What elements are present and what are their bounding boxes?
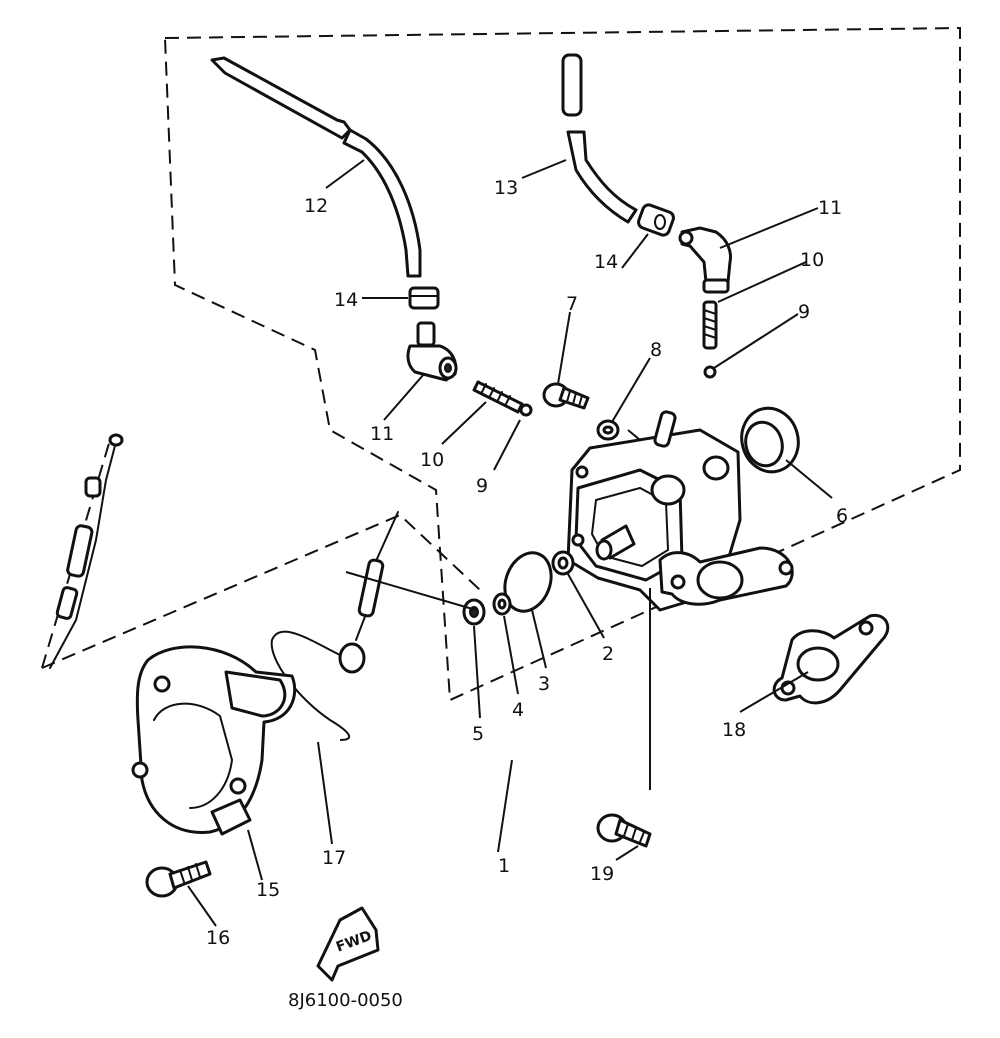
- callout-9b: 9: [798, 301, 810, 323]
- callout-7: 7: [566, 293, 578, 315]
- elbow-fitting-11b: [678, 226, 732, 294]
- callout-1: 1: [498, 855, 510, 877]
- check-ball-9a: [519, 403, 533, 417]
- callout-11a: 11: [370, 423, 394, 445]
- callout-2: 2: [602, 643, 614, 665]
- callout-10b: 10: [800, 249, 824, 271]
- leader-lines: [187, 159, 833, 927]
- oil-seal-6: [740, 406, 800, 474]
- bolt-19: [596, 813, 652, 848]
- callout-13: 13: [494, 177, 518, 199]
- spring-10a: [472, 380, 524, 414]
- control-cable: [49, 433, 124, 669]
- spring-10b: [702, 300, 718, 350]
- gear-housing-15: [131, 645, 297, 836]
- screw-7: [542, 382, 590, 410]
- bolt-16: [145, 860, 212, 898]
- washer-4: [492, 592, 512, 616]
- cable-17: [270, 511, 399, 741]
- callout-16: 16: [206, 927, 230, 949]
- callout-labels: 1 2 3 4 5 6 7 8 9 9 10 10 11 11 12 13 14…: [206, 177, 848, 949]
- callout-18: 18: [722, 719, 746, 741]
- callout-4: 4: [512, 699, 524, 721]
- fwd-arrow: FWD: [316, 906, 380, 982]
- assembly-boundary: [163, 26, 961, 702]
- gasket-18: [772, 613, 890, 705]
- callout-5: 5: [472, 723, 484, 745]
- hose-nipple-14a: [408, 286, 440, 310]
- diagram-code: 8J6100-0050: [288, 990, 403, 1011]
- hose-12: [210, 56, 422, 278]
- elbow-fitting-11a: [406, 321, 458, 382]
- callout-14b: 14: [594, 251, 618, 273]
- callout-15: 15: [256, 879, 280, 901]
- callout-6: 6: [836, 505, 848, 527]
- plate-3: [503, 551, 553, 613]
- callout-12: 12: [304, 195, 328, 217]
- pump-body-1: [566, 410, 794, 612]
- check-ball-9b: [703, 365, 717, 379]
- callout-3: 3: [538, 673, 550, 695]
- callout-17: 17: [322, 847, 346, 869]
- callout-11b: 11: [818, 197, 842, 219]
- callout-8: 8: [650, 339, 662, 361]
- cable-group-boundary: [41, 513, 481, 669]
- nut-5: [462, 598, 486, 626]
- callout-10a: 10: [420, 449, 444, 471]
- hose-nipple-14b: [637, 203, 675, 237]
- hose-13: [561, 53, 638, 224]
- washer-2: [551, 550, 575, 576]
- callout-14a: 14: [334, 289, 358, 311]
- callout-19: 19: [590, 863, 614, 885]
- callout-9a: 9: [476, 475, 488, 497]
- washer-8: [596, 419, 620, 441]
